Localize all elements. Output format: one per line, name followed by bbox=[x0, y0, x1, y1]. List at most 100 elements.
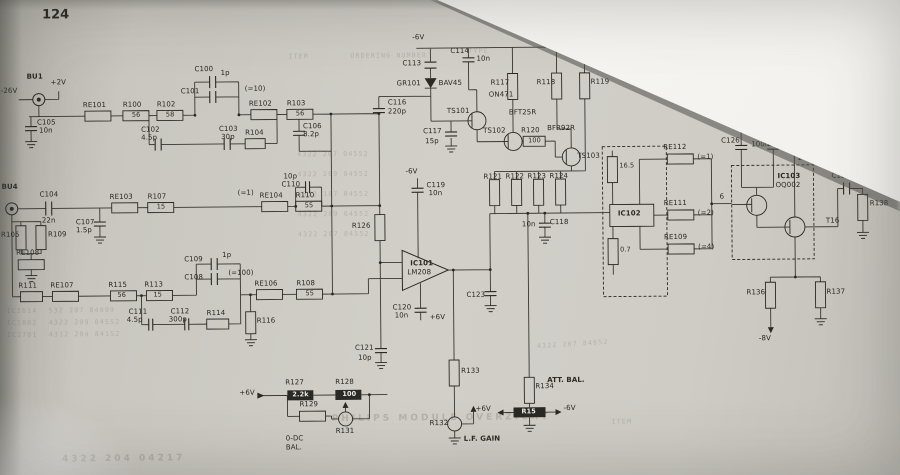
component-label: (=100) bbox=[228, 268, 254, 277]
component-label: 15 bbox=[156, 202, 166, 211]
component-label: GR101 bbox=[396, 79, 421, 88]
component-label: C127 bbox=[831, 171, 851, 180]
component-label: (=10) bbox=[244, 84, 266, 93]
component-label: 100n bbox=[751, 140, 770, 149]
component-label: RE104 bbox=[259, 191, 283, 200]
component-label: IC101 bbox=[410, 259, 434, 268]
component-label: RE102 bbox=[248, 99, 273, 108]
component-label: RE101 bbox=[82, 100, 107, 110]
component-label: -6V bbox=[412, 33, 425, 42]
component-label: C116 bbox=[387, 98, 407, 107]
component-label: R107 bbox=[147, 192, 167, 201]
opamp-symbol bbox=[401, 249, 450, 292]
component-label: TS102 bbox=[483, 126, 506, 135]
component-label: TS101 bbox=[446, 106, 470, 116]
component-label: R114 bbox=[206, 308, 226, 318]
component-label: +2V bbox=[50, 78, 67, 87]
component-label: R103 bbox=[286, 99, 306, 108]
component-label: C101 bbox=[180, 87, 200, 96]
component-label: (=1) bbox=[697, 152, 714, 161]
component-label: 15 bbox=[153, 290, 163, 299]
component-label: R119 bbox=[590, 77, 610, 86]
component-label: R133 bbox=[461, 366, 480, 375]
component-label: 10n bbox=[476, 54, 491, 63]
component-label: R123 bbox=[527, 172, 547, 181]
component-label: R124 bbox=[549, 171, 569, 181]
component-label: 10n bbox=[394, 311, 409, 320]
component-label: R105 bbox=[0, 230, 20, 239]
component-label: BAL. bbox=[285, 443, 302, 452]
component-label: 0.7 bbox=[620, 245, 631, 254]
component-label: C113 bbox=[402, 59, 422, 68]
component-label: RE112 bbox=[663, 142, 687, 152]
component-label: R100 bbox=[122, 100, 142, 109]
component-label: 10p bbox=[851, 171, 866, 180]
component-label: R117 bbox=[490, 78, 510, 87]
component-label: C100 bbox=[194, 65, 214, 74]
component-label: 56 bbox=[117, 290, 127, 299]
component-label: 58 bbox=[165, 110, 175, 119]
component-label: 1.5p bbox=[75, 226, 92, 235]
component-label: 1p bbox=[222, 250, 232, 259]
component-label: BFT25R bbox=[508, 108, 537, 117]
dark-value-plates bbox=[287, 389, 546, 418]
component-label: LM208 bbox=[407, 268, 432, 277]
component-label: 2.2k bbox=[292, 390, 309, 399]
component-label: 55 bbox=[305, 289, 315, 298]
component-label: R116 bbox=[256, 316, 276, 325]
component-label: R137 bbox=[826, 287, 846, 296]
component-label: C108 bbox=[184, 273, 204, 282]
component-label: BU4 bbox=[1, 182, 18, 191]
component-label: C110 bbox=[281, 180, 301, 189]
component-label: +6V bbox=[239, 388, 255, 397]
component-label: -6V bbox=[563, 403, 576, 413]
component-label: (=4) bbox=[698, 242, 715, 251]
component-label: R104 bbox=[245, 128, 264, 137]
component-label: R15 bbox=[521, 407, 536, 416]
component-label: 56 bbox=[131, 110, 141, 119]
component-label: 1p bbox=[220, 68, 230, 77]
component-label: 6 bbox=[719, 192, 725, 201]
potentiometer-symbols bbox=[338, 411, 463, 432]
component-label: -8V bbox=[758, 334, 772, 343]
component-label: R122 bbox=[505, 172, 525, 181]
component-label: R132 bbox=[429, 419, 449, 428]
component-label: 100 bbox=[342, 389, 357, 398]
component-label: -6V bbox=[786, 111, 800, 121]
component-label: (=2) bbox=[697, 208, 715, 217]
component-label: R121 bbox=[483, 172, 503, 181]
component-label: 8.2p bbox=[303, 130, 320, 139]
component-label: L.F. GAIN bbox=[463, 434, 501, 443]
component-label: -6V bbox=[405, 167, 418, 176]
component-label: 220p bbox=[387, 107, 407, 116]
supply-arrows bbox=[257, 327, 774, 416]
component-label: R102 bbox=[156, 100, 176, 109]
component-label: RE108 bbox=[16, 248, 40, 257]
component-label: 55 bbox=[304, 201, 314, 210]
component-label: 4.5p bbox=[141, 133, 158, 142]
component-label: C104 bbox=[39, 190, 59, 199]
component-label: 15p bbox=[425, 137, 439, 146]
component-label: R136 bbox=[746, 288, 766, 297]
component-label: C123 bbox=[466, 290, 486, 299]
component-label: R129 bbox=[299, 400, 319, 409]
component-label: R126 bbox=[351, 221, 371, 230]
component-label: C121 bbox=[354, 343, 374, 352]
component-label: C114 bbox=[450, 46, 470, 55]
component-label: ON471 bbox=[488, 90, 514, 99]
component-label: +6V bbox=[475, 404, 491, 413]
component-label: IC103 bbox=[777, 171, 801, 181]
component-label: TS103 bbox=[577, 151, 600, 160]
component-label: R138 bbox=[869, 199, 889, 208]
component-label: 10n bbox=[521, 220, 536, 229]
component-label: RE111 bbox=[663, 198, 687, 208]
component-label: R118 bbox=[536, 78, 556, 87]
component-label: 0-DC bbox=[285, 434, 304, 443]
component-label: OQ002 bbox=[775, 180, 801, 190]
component-label: R120 bbox=[521, 126, 540, 135]
component-label: R109 bbox=[47, 230, 67, 239]
component-label: C126 bbox=[721, 136, 740, 145]
component-label: 10p bbox=[358, 353, 372, 362]
